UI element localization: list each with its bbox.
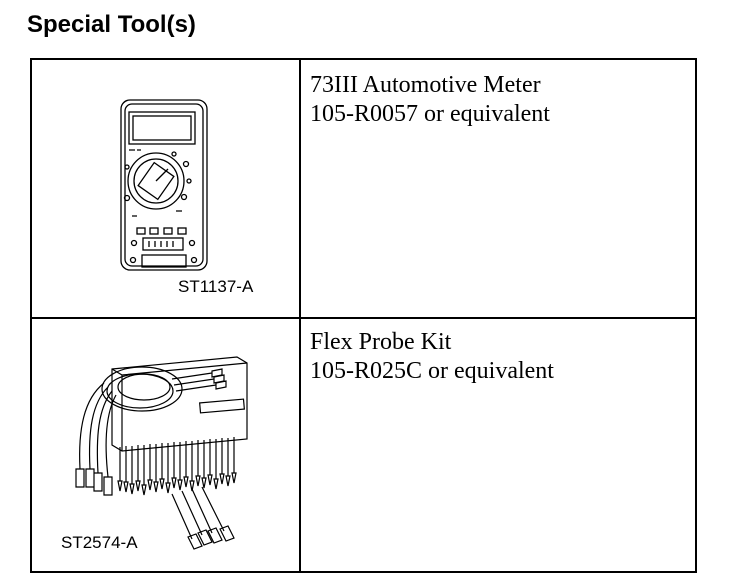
tool-image-cell-meter: ST1137-A: [32, 60, 299, 317]
column-divider: [299, 60, 301, 571]
tool-description-meter: 73III Automotive Meter 105-R0057 or equi…: [310, 71, 550, 129]
figure-label: ST2574-A: [61, 533, 138, 552]
tool-image-cell-probe-kit: ST2574-A: [32, 319, 299, 573]
tool-name: Flex Probe Kit: [310, 329, 452, 355]
figure-label: ST1137-A: [178, 277, 254, 296]
flex-probe-kit-icon: [75, 356, 248, 550]
special-tools-table: ST1137-A 73III Automotive Meter 105-R005…: [30, 58, 697, 573]
tool-name: 73III Automotive Meter: [310, 72, 541, 98]
page-title: Special Tool(s): [27, 11, 196, 38]
tool-description-probe-kit: Flex Probe Kit 105-R025C or equivalent: [310, 328, 554, 386]
tool-part-number: 105-R0057 or equivalent: [310, 101, 550, 127]
multimeter-icon: [120, 99, 208, 271]
row-divider: [32, 317, 695, 319]
tool-part-number: 105-R025C or equivalent: [310, 358, 554, 384]
